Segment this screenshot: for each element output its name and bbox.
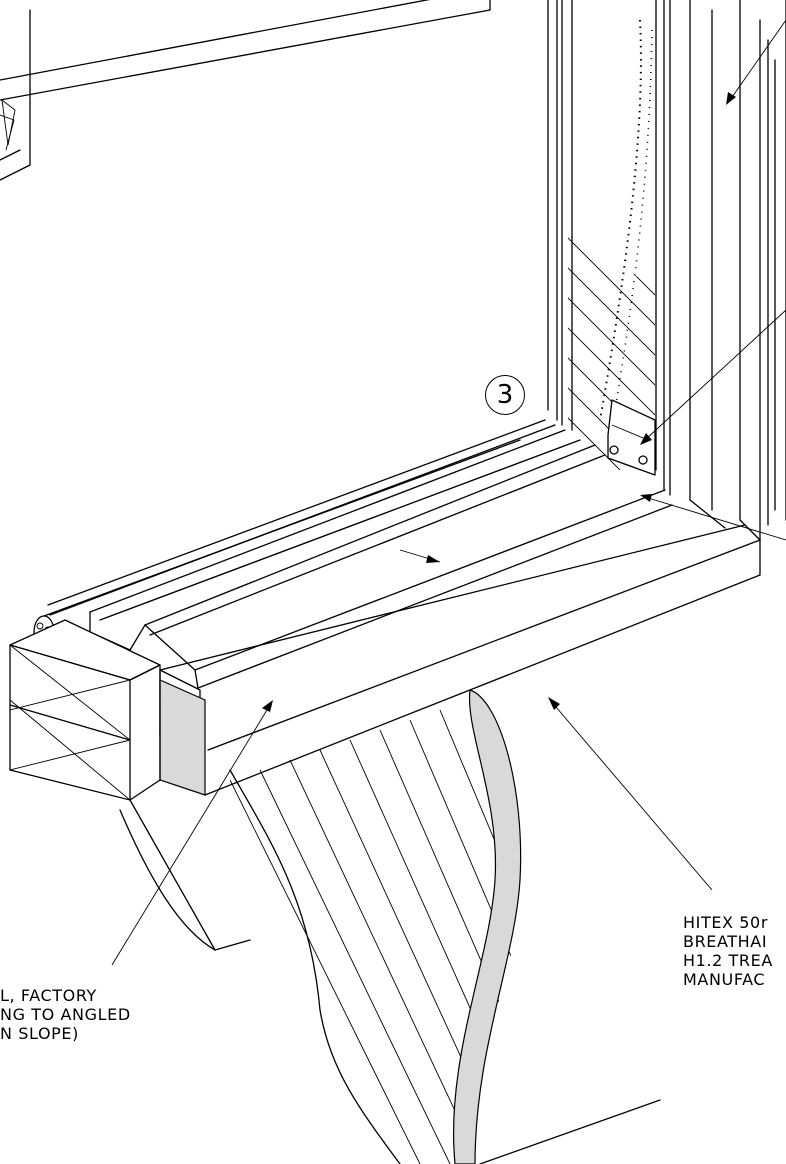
label-right-line-1: HITEX 50r bbox=[683, 913, 769, 932]
leader-lines bbox=[111, 19, 786, 966]
label-left-line-1: L, FACTORY bbox=[0, 986, 97, 1005]
timber-block bbox=[9, 619, 161, 801]
sill-assembly bbox=[47, 419, 761, 796]
label-left: L, FACTORY NG TO ANGLED N SLOPE) bbox=[0, 986, 131, 1043]
label-right-line-4: MANUFAC bbox=[683, 970, 766, 989]
wall-cavity bbox=[119, 689, 661, 1164]
label-right-line-3: H1.2 TREA bbox=[683, 951, 773, 970]
head-frame-fragment bbox=[0, 0, 491, 181]
flashing-bracket bbox=[607, 399, 656, 476]
callout-number-badge: 3 bbox=[485, 375, 525, 415]
label-right: HITEX 50r BREATHAI H1.2 TREA MANUFAC bbox=[683, 913, 773, 989]
label-left-line-2: NG TO ANGLED bbox=[0, 1005, 131, 1024]
label-left-line-3: N SLOPE) bbox=[0, 1024, 79, 1043]
label-right-line-2: BREATHAI bbox=[683, 932, 768, 951]
